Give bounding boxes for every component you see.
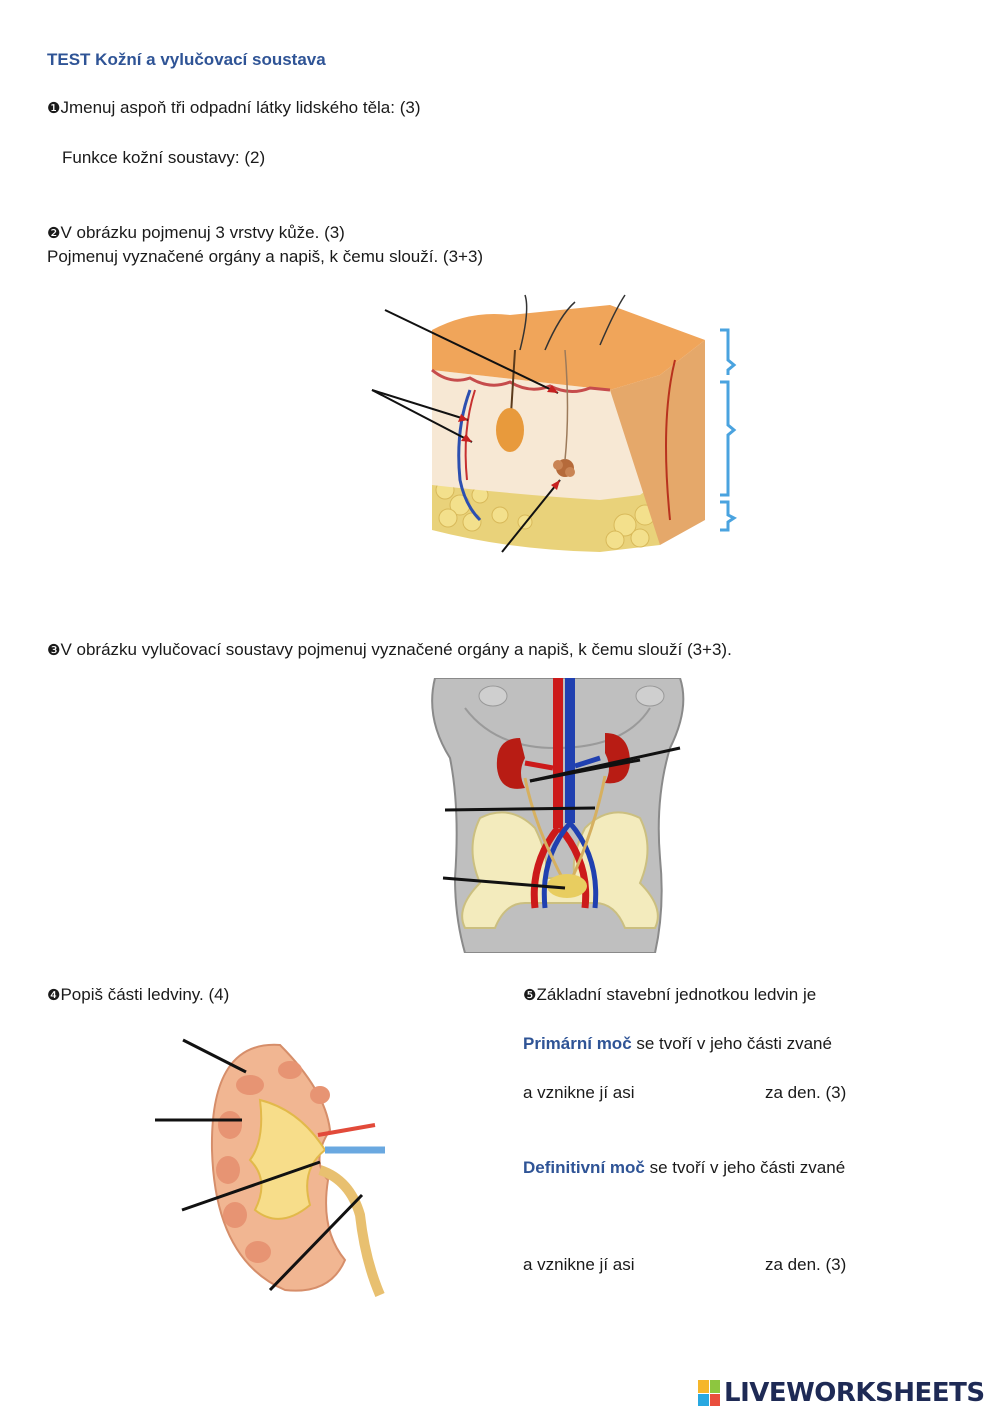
question-5: ❺Základní stavební jednotkou ledvin je [523,985,816,1005]
skin-diagram [371,294,737,553]
arises-1: a vznikne jí asi [523,1083,635,1102]
kidney-diagram [155,1038,385,1297]
urinary-system-diagram [431,678,685,953]
definitive-urine-line: Definitivní moč se tvoří v jeho části zv… [523,1158,845,1178]
liveworksheets-logo: LIVEWORKSHEETS [698,1378,985,1408]
question-5-number: ❺ [523,987,537,1004]
per-day-1: za den. (3) [765,1083,847,1102]
arises-2: a vznikne jí asi [523,1255,635,1274]
question-4-text: Popiš části ledviny. (4) [60,985,230,1004]
question-2-text2: Pojmenuj vyznačené orgány a napiš, k čem… [47,247,484,266]
primary-urine-rest: se tvoří v jeho části zvané [631,1034,832,1053]
question-2: ❷V obrázku pojmenuj 3 vrstvy kůže. (3) [47,223,345,243]
question-2-text: V obrázku pojmenuj 3 vrstvy kůže. (3) [60,223,345,242]
liveworksheets-logo-icon [698,1380,720,1406]
question-3: ❸V obrázku vylučovací soustavy pojmenuj … [47,640,732,660]
question-3-text: V obrázku vylučovací soustavy pojmenuj v… [60,640,732,659]
primary-urine-line: Primární moč se tvoří v jeho části zvané [523,1034,832,1054]
page-title: TEST Kožní a vylučovací soustava [47,50,326,69]
question-5-text: Základní stavební jednotkou ledvin je [536,985,817,1004]
question-3-number: ❸ [47,642,61,659]
definitive-urine-term: Definitivní moč [523,1158,645,1177]
question-4: ❹Popiš části ledviny. (4) [47,985,229,1005]
question-1-number: ❶ [47,100,61,117]
question-1-text: Jmenuj aspoň tři odpadní látky lidského … [60,98,421,117]
question-1-sub: Funkce kožní soustavy: (2) [62,148,266,167]
per-day-2: za den. (3) [765,1255,847,1274]
question-1: ❶Jmenuj aspoň tři odpadní látky lidského… [47,98,420,118]
question-2-number: ❷ [47,225,61,242]
primary-urine-term: Primární moč [523,1034,632,1053]
logo-text: LIVEWORKSHEETS [724,1378,985,1408]
question-4-number: ❹ [47,987,61,1004]
definitive-urine-rest: se tvoří v jeho části zvané [644,1158,846,1177]
